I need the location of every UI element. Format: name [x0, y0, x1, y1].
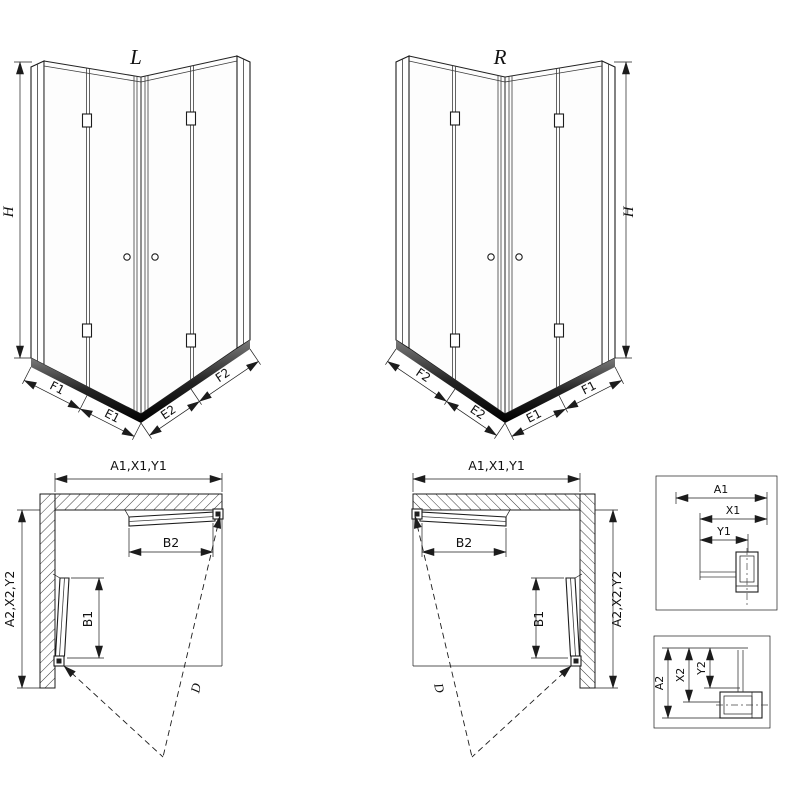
height-label-r: H — [621, 205, 637, 218]
width-label-f1-l: F1 — [48, 378, 67, 397]
variant-label-r: R — [493, 45, 507, 69]
plan-b2-label-r: B2 — [456, 535, 473, 550]
width-label-f2-l: F2 — [213, 365, 233, 385]
height-label-l: H — [1, 205, 17, 218]
plan-view-right — [412, 473, 618, 757]
plan-top-dim-label-l: A1,X1,Y1 — [110, 458, 167, 473]
wall-profile-section — [716, 650, 768, 719]
plan-diagonal-label-r: D — [431, 681, 448, 695]
plan-top-dim-label-r: A1,X1,Y1 — [468, 458, 525, 473]
detail-x1-label: X1 — [726, 504, 741, 517]
plan-diagonal-label-l: D — [187, 681, 204, 695]
detail-x2-label: X2 — [674, 668, 687, 683]
wall-profile-section — [700, 548, 759, 606]
detail-a1-label: A1 — [714, 483, 729, 496]
detail-a2-label: A2 — [653, 676, 666, 691]
plan-side-dim-label-r: A2,X2,Y2 — [609, 571, 624, 628]
plan-view-left — [17, 473, 223, 757]
width-label-f1-r: F1 — [579, 378, 598, 397]
plan-b1-label-r: B1 — [531, 611, 546, 628]
detail-y1-label: Y1 — [716, 525, 731, 538]
detail-y2-label: Y2 — [695, 661, 708, 676]
width-label-e1-r: E1 — [524, 406, 544, 425]
profile-detail-top: A1 X1 Y1 — [655, 475, 778, 611]
variant-label-l: L — [129, 45, 142, 69]
width-label-e1-l: E1 — [102, 406, 122, 425]
plan-side-dim-label-l: A2,X2,Y2 — [2, 571, 17, 628]
plan-b1-label-l: B1 — [80, 611, 95, 628]
plan-b2-label-l: B2 — [163, 535, 180, 550]
width-label-f2-r: F2 — [413, 365, 433, 385]
profile-detail-bottom: A2 X2 Y2 — [653, 635, 771, 729]
